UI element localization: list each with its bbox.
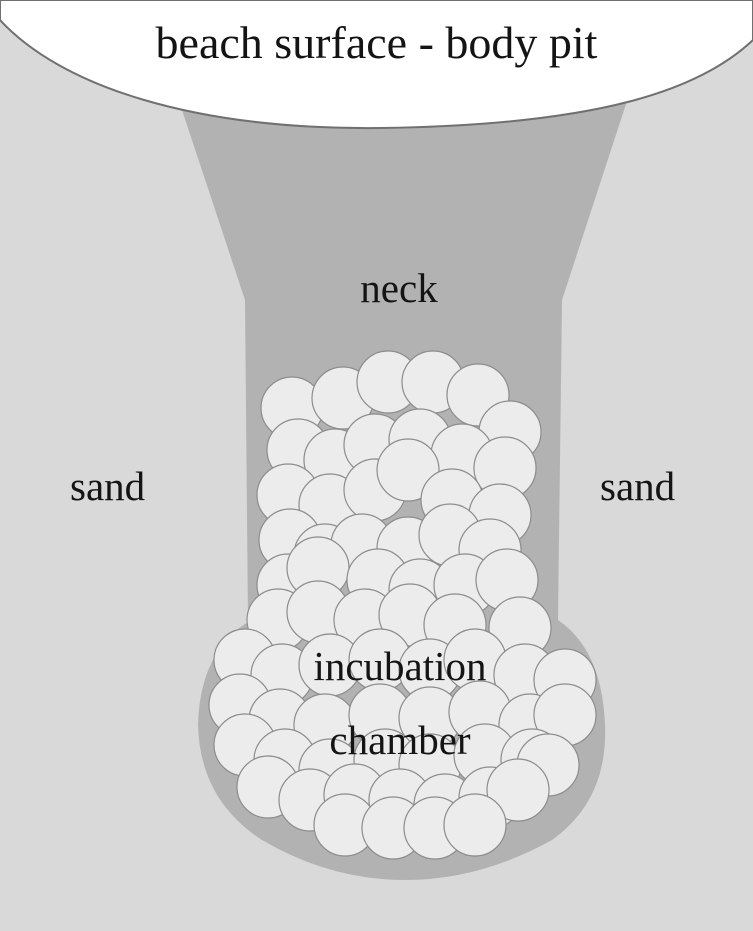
egg	[444, 794, 506, 856]
egg-clutch	[209, 351, 596, 859]
sand-label-right: sand	[600, 466, 675, 507]
beach-surface-label: beach surface - body pit	[0, 20, 753, 66]
sand-label-left: sand	[70, 466, 145, 507]
incubation-chamber-label-line1: incubation	[220, 646, 580, 687]
neck-label: neck	[0, 268, 753, 309]
incubation-chamber-label-line2: chamber	[220, 720, 580, 761]
